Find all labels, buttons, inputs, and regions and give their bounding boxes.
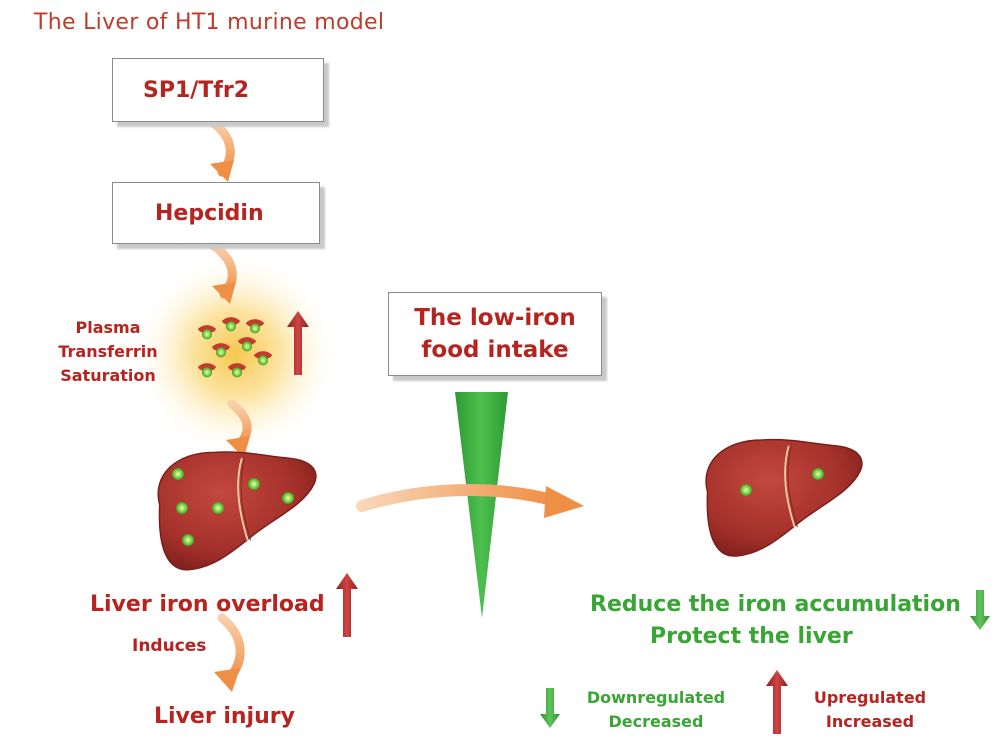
- plasma-label: Plasma Transferrin Saturation: [40, 316, 176, 388]
- low-iron-line2: food intake: [421, 337, 569, 363]
- flow-arrow-icon: [356, 483, 584, 518]
- plasma-line2: Transferrin: [58, 342, 158, 361]
- hepcidin-box: Hepcidin: [112, 182, 320, 244]
- legend-down-label: Downregulated Decreased: [578, 686, 734, 734]
- liver-icon: [157, 450, 317, 571]
- low-iron-wedge: [455, 392, 508, 618]
- plasma-line1: Plasma: [75, 318, 141, 337]
- sp1-tfr2-label: SP1/Tfr2: [143, 77, 250, 103]
- flow-arrow-icon: [214, 613, 245, 692]
- legend-down-line2: Decreased: [608, 712, 704, 731]
- up-arrow-icon: [766, 670, 788, 734]
- flow-arrow-icon: [209, 241, 237, 304]
- legend-up-label: Upregulated Increased: [800, 686, 940, 734]
- induces-label: Induces: [132, 636, 207, 656]
- plasma-line3: Saturation: [60, 366, 156, 385]
- reduce-iron-label: Reduce the iron accumulation: [590, 592, 961, 617]
- protect-liver-label: Protect the liver: [650, 624, 853, 649]
- flow-arrow-icon: [207, 117, 235, 182]
- down-arrow-icon: [540, 688, 560, 728]
- low-iron-box: The low-iron food intake: [388, 292, 602, 376]
- liver-injury-label: Liver injury: [154, 704, 295, 729]
- legend-up-line2: Increased: [825, 712, 915, 731]
- low-iron-line1: The low-iron: [414, 305, 576, 331]
- diagram-title: The Liver of HT1 murine model: [34, 10, 385, 35]
- hepcidin-label: Hepcidin: [155, 200, 264, 226]
- liver-iron-overload-label: Liver iron overload: [90, 592, 325, 617]
- liver-icon: [705, 438, 863, 558]
- plasma-glow: [138, 258, 334, 450]
- legend-up-line1: Upregulated: [813, 688, 927, 707]
- down-arrow-icon: [970, 590, 990, 630]
- up-arrow-icon: [336, 573, 358, 637]
- legend-down-line1: Downregulated: [586, 688, 726, 707]
- sp1-tfr2-box: SP1/Tfr2: [112, 58, 324, 122]
